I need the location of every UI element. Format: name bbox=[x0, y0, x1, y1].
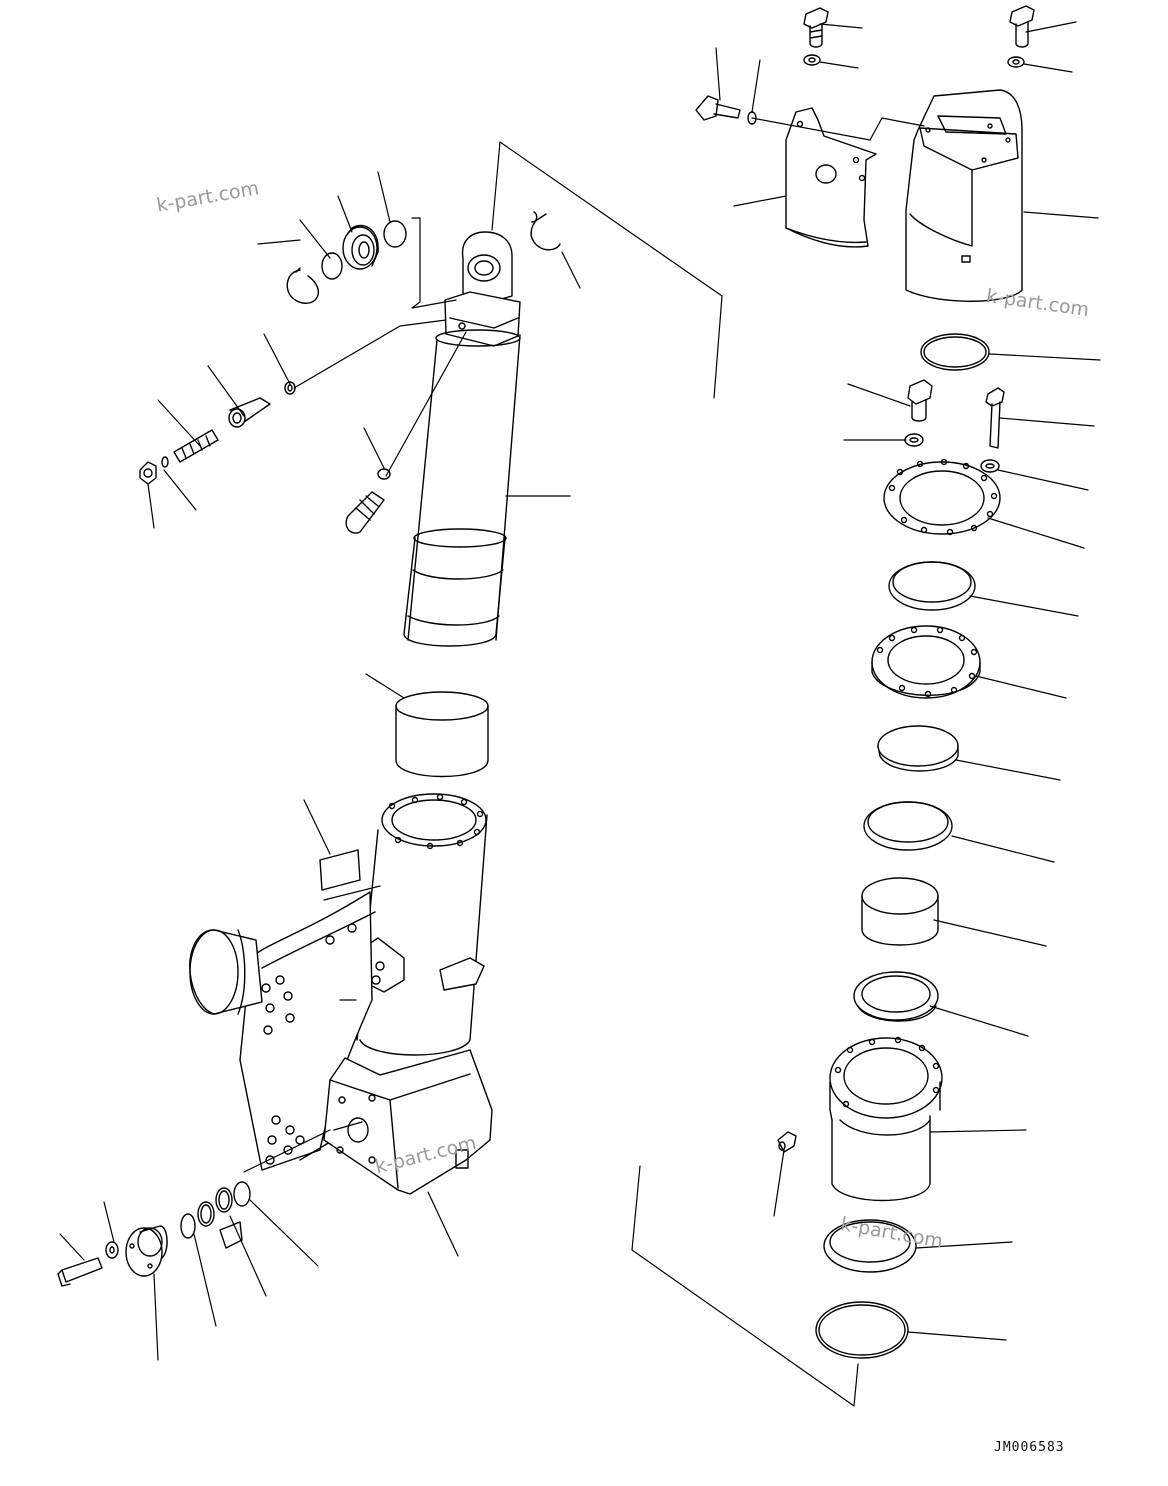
large-o-ring-1 bbox=[920, 333, 990, 371]
shim-plate bbox=[823, 1219, 917, 1273]
bearing-retainer bbox=[871, 625, 981, 699]
spherical-bearing bbox=[342, 224, 379, 270]
bushing-sleeve bbox=[395, 691, 489, 778]
seal-ring-thin bbox=[888, 561, 976, 611]
flange-plate bbox=[883, 458, 1001, 536]
guard-cover-large bbox=[905, 89, 1023, 302]
large-o-ring-2 bbox=[815, 1301, 909, 1359]
bushing-2 bbox=[861, 877, 939, 946]
o-ring-small bbox=[321, 252, 343, 280]
seal-ring bbox=[383, 220, 407, 248]
bearing-housing bbox=[829, 1036, 943, 1202]
guard-cover-small bbox=[785, 107, 877, 248]
cover-bolts-top bbox=[695, 5, 1035, 125]
thin-shim-ring bbox=[877, 725, 959, 772]
snap-ring-left bbox=[286, 267, 320, 304]
knuckle-frame bbox=[189, 793, 493, 1195]
callout-leader-lines bbox=[59, 21, 1101, 1407]
grease-fitting-parts bbox=[139, 381, 296, 485]
drawing-code-label: JM006583 bbox=[994, 1440, 1065, 1455]
snap-ring-right bbox=[530, 211, 561, 251]
roller-bearing bbox=[853, 971, 939, 1022]
cylinder-assembly bbox=[403, 231, 521, 647]
seal-ring-2 bbox=[863, 801, 953, 851]
grease-nipple bbox=[777, 1131, 797, 1153]
cover-plate-bolt-set bbox=[57, 1181, 251, 1287]
flange-bolts bbox=[904, 379, 1005, 473]
plug-fitting bbox=[345, 468, 391, 534]
